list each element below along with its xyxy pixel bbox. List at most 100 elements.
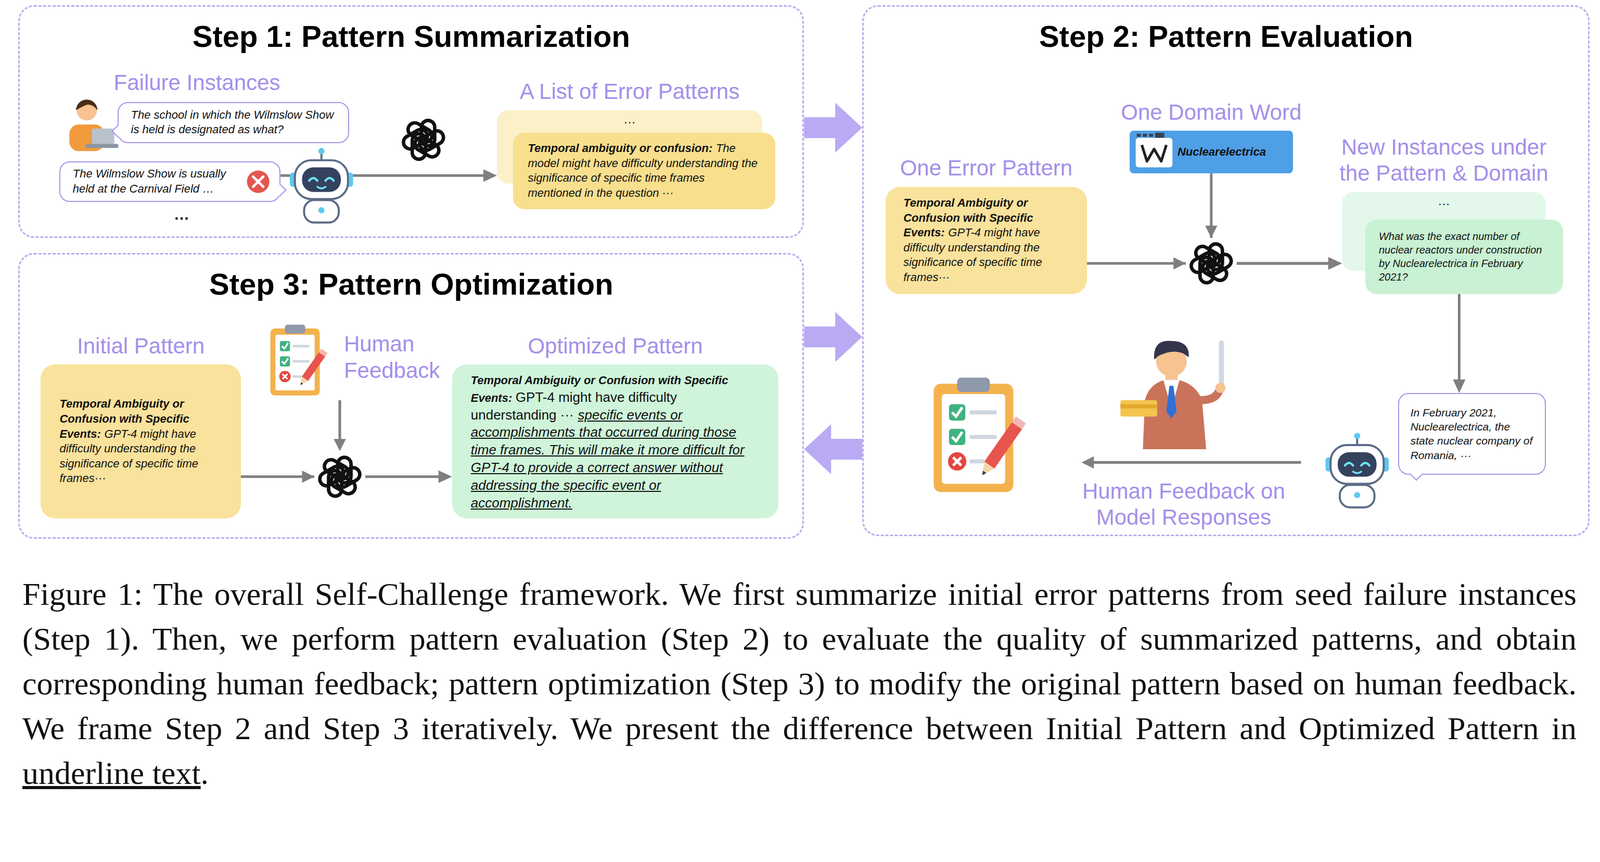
block-arrow bbox=[803, 311, 863, 362]
domain-word-box: One Domain WordNuclearelectrica bbox=[1129, 130, 1294, 174]
wikipedia-icon-part bbox=[1141, 144, 1167, 161]
instance-card: What was the exact number of nuclear rea… bbox=[1365, 219, 1564, 294]
arrow-head bbox=[835, 311, 863, 362]
box-heading: One Error Pattern bbox=[900, 155, 1073, 182]
box-heading: One Domain Word bbox=[1120, 99, 1302, 126]
flow-arrow bbox=[1452, 293, 1466, 393]
wrong-mark-part bbox=[247, 170, 270, 194]
arrow-head bbox=[438, 470, 453, 483]
box-text: What was the exact number of nuclear rea… bbox=[1378, 230, 1543, 283]
pattern-card: Temporal ambiguity or confusion:The mode… bbox=[513, 132, 776, 210]
arrow-shaft bbox=[803, 326, 840, 348]
arrow-head bbox=[803, 424, 831, 475]
box-heading: New Instances under the Pattern & Domain bbox=[1324, 134, 1564, 187]
box-text: In February 2021, Nuclearelectrica, the … bbox=[1410, 406, 1533, 462]
flow-arrowhead-part bbox=[301, 470, 315, 483]
teacher-figure-part bbox=[1120, 400, 1158, 417]
bubble-tail bbox=[273, 183, 287, 197]
arrow-head bbox=[1452, 379, 1466, 393]
caption-words: Figure 1: The overall Self-Challenge fra… bbox=[22, 576, 1577, 746]
feedback-clipboard bbox=[933, 377, 1026, 493]
feedback-arrow-part bbox=[338, 400, 341, 441]
text-block: Temporal Ambiguity or Confusion with Spe… bbox=[903, 195, 1069, 286]
ellipsis: … bbox=[1352, 194, 1536, 208]
box-heading: Optimized Pattern bbox=[527, 333, 703, 360]
robot-icon bbox=[289, 147, 354, 223]
feedback-arrow-part bbox=[333, 438, 347, 452]
text-block: Temporal Ambiguity or Confusion with Spe… bbox=[59, 396, 222, 486]
teacher-figure-part bbox=[1166, 385, 1177, 419]
pattern-card: One Error PatternTemporal Ambiguity or C… bbox=[885, 186, 1087, 294]
block-arrow bbox=[803, 424, 863, 475]
box-text: The school in which the Wilmslow Show is… bbox=[131, 108, 335, 137]
text-block: … bbox=[507, 112, 752, 126]
user-icon-part bbox=[75, 99, 98, 111]
domain-word: Nuclearelectrica bbox=[1177, 145, 1266, 159]
arrow-head bbox=[1328, 257, 1342, 270]
flow-arrowhead-part bbox=[1205, 225, 1218, 238]
feedback-clipboard bbox=[270, 324, 328, 396]
flow-arrowhead-part bbox=[1173, 257, 1186, 270]
block-arrow bbox=[803, 102, 863, 153]
speech-bubble: The Wilmslow Show is usually held at the… bbox=[59, 161, 281, 202]
text-block: Nuclearelectrica bbox=[1177, 144, 1289, 160]
feedback-arrow-part bbox=[1091, 461, 1301, 464]
gpt-logo bbox=[1185, 237, 1237, 289]
bubble-tail bbox=[1409, 467, 1423, 481]
wikipedia-icon-part bbox=[1135, 137, 1173, 168]
panel-title: Step 2: Pattern Evaluation bbox=[863, 19, 1589, 55]
step-panel: Step 1: Pattern SummarizationThe school … bbox=[18, 5, 804, 238]
panel-title: Step 1: Pattern Summarization bbox=[19, 19, 803, 55]
text-block: The school in which the Wilmslow Show is… bbox=[131, 107, 336, 138]
user-icon bbox=[69, 99, 119, 151]
teacher-figure-part bbox=[1219, 342, 1225, 386]
underlined-words: underline text bbox=[22, 754, 201, 791]
wikipedia-icon-part bbox=[1148, 133, 1154, 137]
speech-bubble: In February 2021, Nuclearelectrica, the … bbox=[1398, 392, 1546, 475]
pattern-name: Temporal ambiguity or confusion: bbox=[527, 141, 713, 155]
text-block: Temporal Ambiguity or Confusion with Spe… bbox=[470, 370, 761, 512]
teacher-figure-part bbox=[1199, 389, 1220, 401]
icon-layer-part bbox=[247, 132, 1173, 194]
step-panel: Step 3: Pattern OptimizationInitial Patt… bbox=[18, 252, 804, 539]
gpt-logo bbox=[398, 114, 450, 166]
user-icon-part bbox=[76, 99, 97, 121]
arrow-head bbox=[1328, 257, 1342, 270]
user-icon-part bbox=[85, 144, 119, 149]
wrong-mark-part bbox=[252, 176, 264, 187]
text-block: … bbox=[1352, 194, 1536, 208]
step-panel: Step 2: Pattern EvaluationOne Error Patt… bbox=[862, 5, 1590, 536]
bubble-tail bbox=[111, 124, 125, 138]
text-block: The Wilmslow Show is usually held at the… bbox=[72, 166, 241, 197]
box-heading: A List of Error Patterns bbox=[519, 78, 740, 105]
text-block: What was the exact number of nuclear rea… bbox=[1378, 229, 1550, 284]
wikipedia-icon-part bbox=[1136, 133, 1142, 137]
arrow-shaft bbox=[803, 117, 840, 138]
panel-title: Step 3: Pattern Optimization bbox=[19, 266, 803, 302]
annotation-label: Human Feedback bbox=[343, 330, 448, 384]
arrow-shaft bbox=[1457, 293, 1461, 382]
teacher-figure-part bbox=[1156, 341, 1187, 358]
arrow-head bbox=[483, 169, 497, 182]
feedback-arrow-part bbox=[1081, 456, 1095, 469]
annotation-label: Failure Instances bbox=[113, 69, 281, 96]
wikipedia-icon-part bbox=[1142, 133, 1147, 137]
robot-icon bbox=[1325, 432, 1389, 508]
optimized-pattern-card: Optimized PatternTemporal Ambiguity or C… bbox=[452, 364, 779, 519]
teacher-figure-part bbox=[1215, 382, 1226, 393]
arrow-shaft bbox=[827, 438, 863, 460]
ellipsis: … bbox=[507, 112, 752, 126]
gpt-logo bbox=[314, 451, 366, 503]
wrong-mark bbox=[247, 170, 270, 194]
teacher-figure bbox=[1120, 340, 1226, 450]
arrow-head bbox=[835, 102, 863, 153]
box-text: The Wilmslow Show is usually held at the… bbox=[72, 167, 226, 196]
wikipedia-icon-part bbox=[1155, 132, 1165, 138]
teacher-figure-part bbox=[1120, 404, 1158, 409]
pattern-card: Initial PatternTemporal Ambiguity or Con… bbox=[40, 364, 241, 519]
caption-words: . bbox=[200, 754, 210, 791]
annotation-label: … bbox=[173, 205, 190, 224]
speech-bubble: The school in which the Wilmslow Show is… bbox=[117, 101, 350, 143]
figure-caption: Figure 1: The overall Self-Challenge fra… bbox=[22, 571, 1577, 796]
